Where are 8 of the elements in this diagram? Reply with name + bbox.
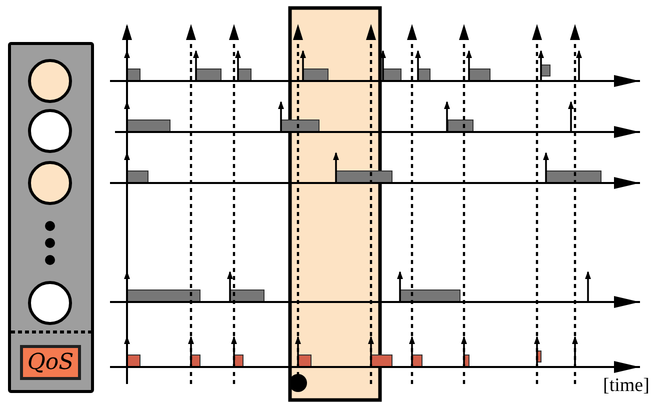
axis-label: [time] xyxy=(603,376,650,395)
circle-node xyxy=(28,281,72,325)
circle-node xyxy=(28,109,72,153)
node-label: QoS xyxy=(27,352,74,374)
label-box xyxy=(20,345,81,380)
circle-node xyxy=(28,161,72,205)
panel-background xyxy=(8,42,94,393)
circle-node xyxy=(28,59,72,103)
